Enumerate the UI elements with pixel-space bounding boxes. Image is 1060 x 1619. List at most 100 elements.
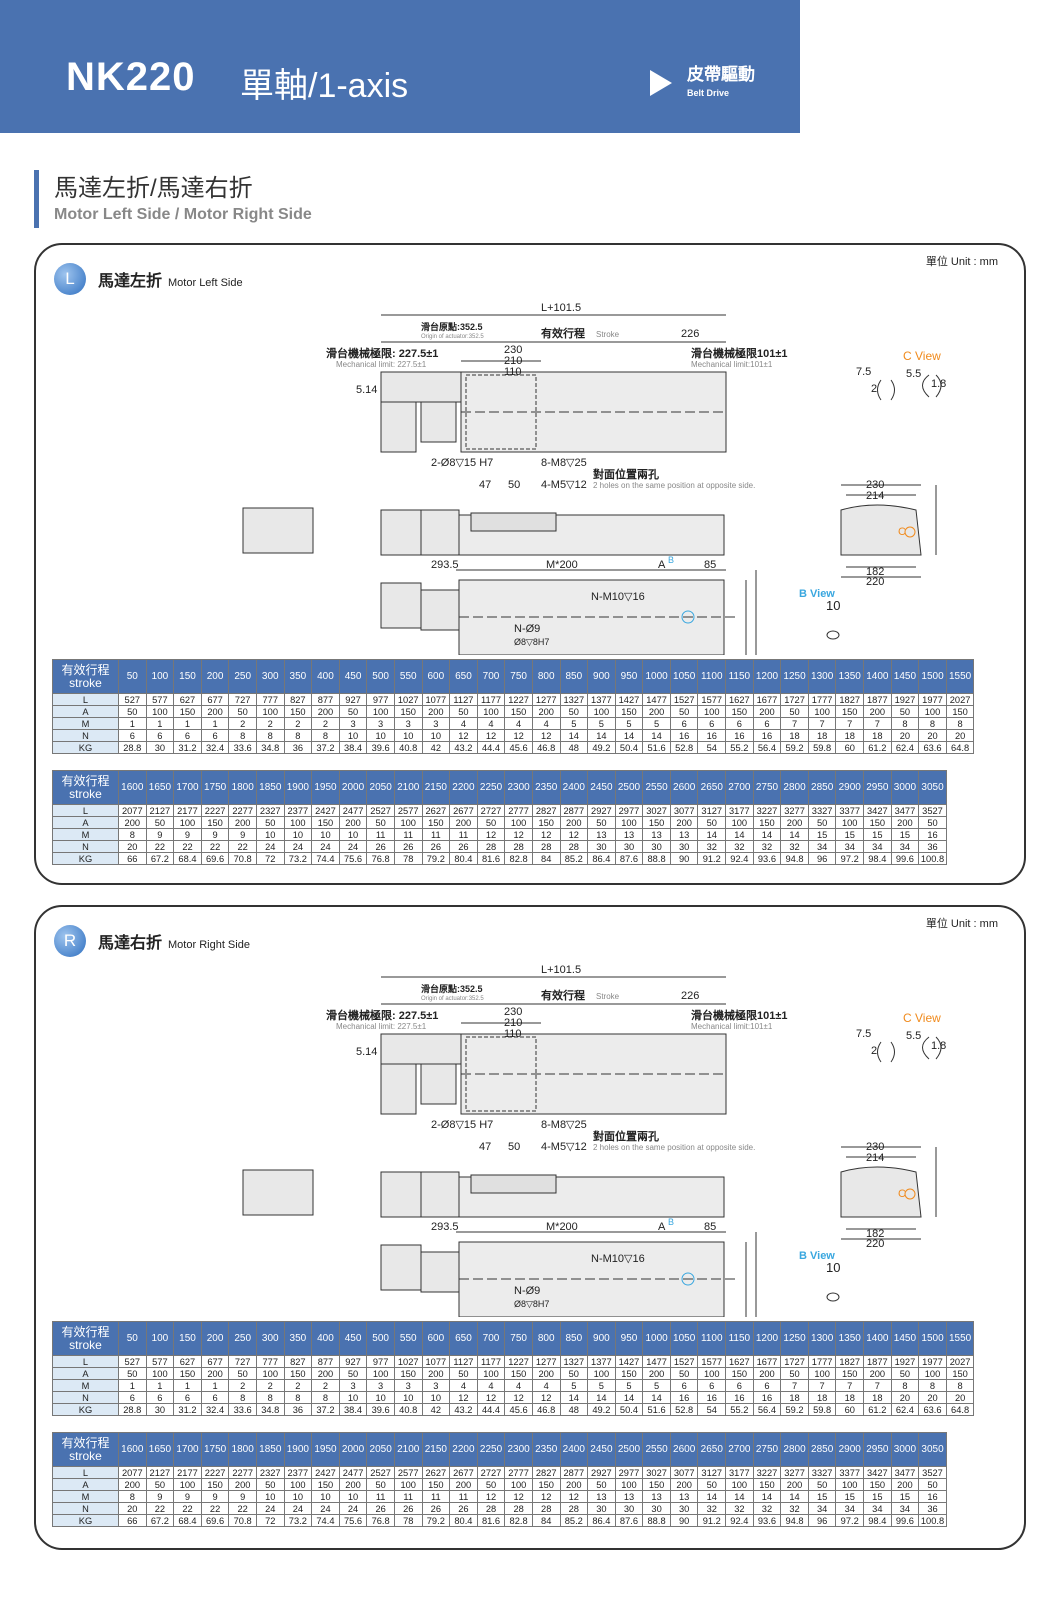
- table-cell: 56.4: [752, 1403, 782, 1416]
- dim-d514: 5.14: [356, 1046, 377, 1058]
- stroke-value: 1800: [228, 1432, 257, 1467]
- dim-d2735: 273.5: [421, 654, 449, 655]
- table-cell: 2377: [283, 804, 313, 817]
- table-cell: 100: [587, 705, 616, 718]
- table-cell: 63.6: [918, 741, 947, 754]
- dim-d230: 230: [504, 1006, 522, 1018]
- table-cell: 32: [725, 1502, 754, 1515]
- panel-title-zh: 馬達右折: [98, 935, 163, 952]
- table-cell: 50: [449, 705, 478, 718]
- dim-a-label: A: [654, 1316, 662, 1317]
- stroke-value: 350: [283, 1321, 313, 1356]
- table-cell: 31.2: [173, 741, 202, 754]
- table-cell: 12: [531, 828, 561, 841]
- table-cell: 30: [669, 840, 699, 853]
- stroke-value: 2100: [393, 770, 423, 805]
- table-cell: 200: [338, 1478, 368, 1491]
- table-cell: 1: [173, 717, 202, 730]
- table-cell: 32.4: [200, 1403, 230, 1416]
- stroke-value: 2350: [531, 770, 561, 805]
- stroke-value: 250: [228, 1321, 257, 1356]
- table-cell: 1627: [725, 693, 754, 706]
- dim-tap-m8: 8-M8▽25: [541, 1119, 587, 1131]
- table-cell: 1727: [780, 693, 809, 706]
- stroke-value: 1650: [145, 770, 175, 805]
- table-cell: 32: [780, 840, 809, 853]
- table-cell: 1677: [752, 693, 782, 706]
- table-cell: 18: [780, 1391, 809, 1404]
- table-cell: 50: [476, 1478, 506, 1491]
- table-cell: 3: [338, 1379, 368, 1392]
- stroke-value: 1100: [697, 659, 727, 694]
- table-cell: 50: [228, 1367, 257, 1380]
- table-cell: 28: [559, 1502, 589, 1515]
- table-cell: 2327: [255, 804, 285, 817]
- table-cell: 34: [890, 1502, 920, 1515]
- table-cell: 20: [945, 1391, 975, 1404]
- table-cell: 16: [918, 828, 947, 841]
- table-cell: 8: [283, 1391, 313, 1404]
- table-cell: 100: [504, 816, 533, 829]
- stroke-value: 1950: [311, 1432, 340, 1467]
- table-cell: 91.2: [697, 852, 727, 865]
- table-cell: 59.2: [780, 1403, 809, 1416]
- stroke-value: 2850: [807, 1432, 837, 1467]
- table-cell: 50: [449, 1367, 478, 1380]
- table-cell: 100: [476, 1367, 506, 1380]
- table-cell: 1227: [504, 693, 533, 706]
- table-cell: 2: [255, 717, 285, 730]
- stroke-value: 1250: [780, 659, 809, 694]
- stroke-value: 1700: [173, 770, 202, 805]
- table-cell: 9: [145, 828, 175, 841]
- table-cell: 8: [283, 729, 313, 742]
- stroke-value: 900: [587, 659, 616, 694]
- table-cell: 150: [863, 1478, 892, 1491]
- table-cell: 6: [173, 1391, 202, 1404]
- stroke-value: 2650: [697, 770, 727, 805]
- table-cell: 32: [780, 1502, 809, 1515]
- c-view-circle: [904, 526, 916, 538]
- stroke-value: 2150: [421, 1432, 451, 1467]
- stroke-value: 2250: [476, 1432, 506, 1467]
- stroke-value: 1300: [807, 659, 837, 694]
- table-cell: 527: [118, 1355, 147, 1368]
- table-cell: 14: [780, 1490, 809, 1503]
- table-cell: 3377: [835, 1466, 865, 1479]
- table-cell: 75.6: [338, 1514, 368, 1527]
- dim-b10: 10: [826, 598, 840, 613]
- table-cell: 66: [118, 852, 147, 865]
- table-cell: 40.8: [393, 1403, 423, 1416]
- table-cell: 26: [366, 840, 395, 853]
- row-label: KG: [52, 1514, 119, 1527]
- table-cell: 37.2: [311, 1403, 340, 1416]
- table-cell: 69.6: [200, 1514, 230, 1527]
- table-cell: 14: [587, 729, 616, 742]
- table-cell: 1327: [559, 693, 589, 706]
- table-cell: 977: [366, 693, 395, 706]
- table-cell: 2077: [118, 1466, 147, 1479]
- table-cell: 54: [697, 1403, 727, 1416]
- table-cell: 3327: [807, 1466, 837, 1479]
- table-cell: 87.6: [614, 852, 644, 865]
- end-view-right: [840, 1166, 922, 1218]
- table-cell: 1477: [642, 693, 671, 706]
- table-cell: 12: [476, 1391, 506, 1404]
- dim-stroke-en: Stroke: [596, 330, 620, 339]
- stroke-value: 200: [200, 1321, 230, 1356]
- table-cell: 3: [393, 1379, 423, 1392]
- table-cell: 1077: [421, 693, 451, 706]
- table-cell: 7: [835, 1379, 865, 1392]
- dim-total-len: L+101.5: [541, 302, 581, 314]
- table-cell: 12: [559, 828, 589, 841]
- dim-hole-n9: N-Ø9: [514, 1285, 540, 1297]
- reducer: [420, 1063, 457, 1105]
- table-cell: 1: [118, 1379, 147, 1392]
- table-cell: 1527: [669, 693, 699, 706]
- stroke-value: 1600: [118, 1432, 147, 1467]
- stroke-value: 3000: [890, 1432, 920, 1467]
- table-cell: 1477: [642, 1355, 671, 1368]
